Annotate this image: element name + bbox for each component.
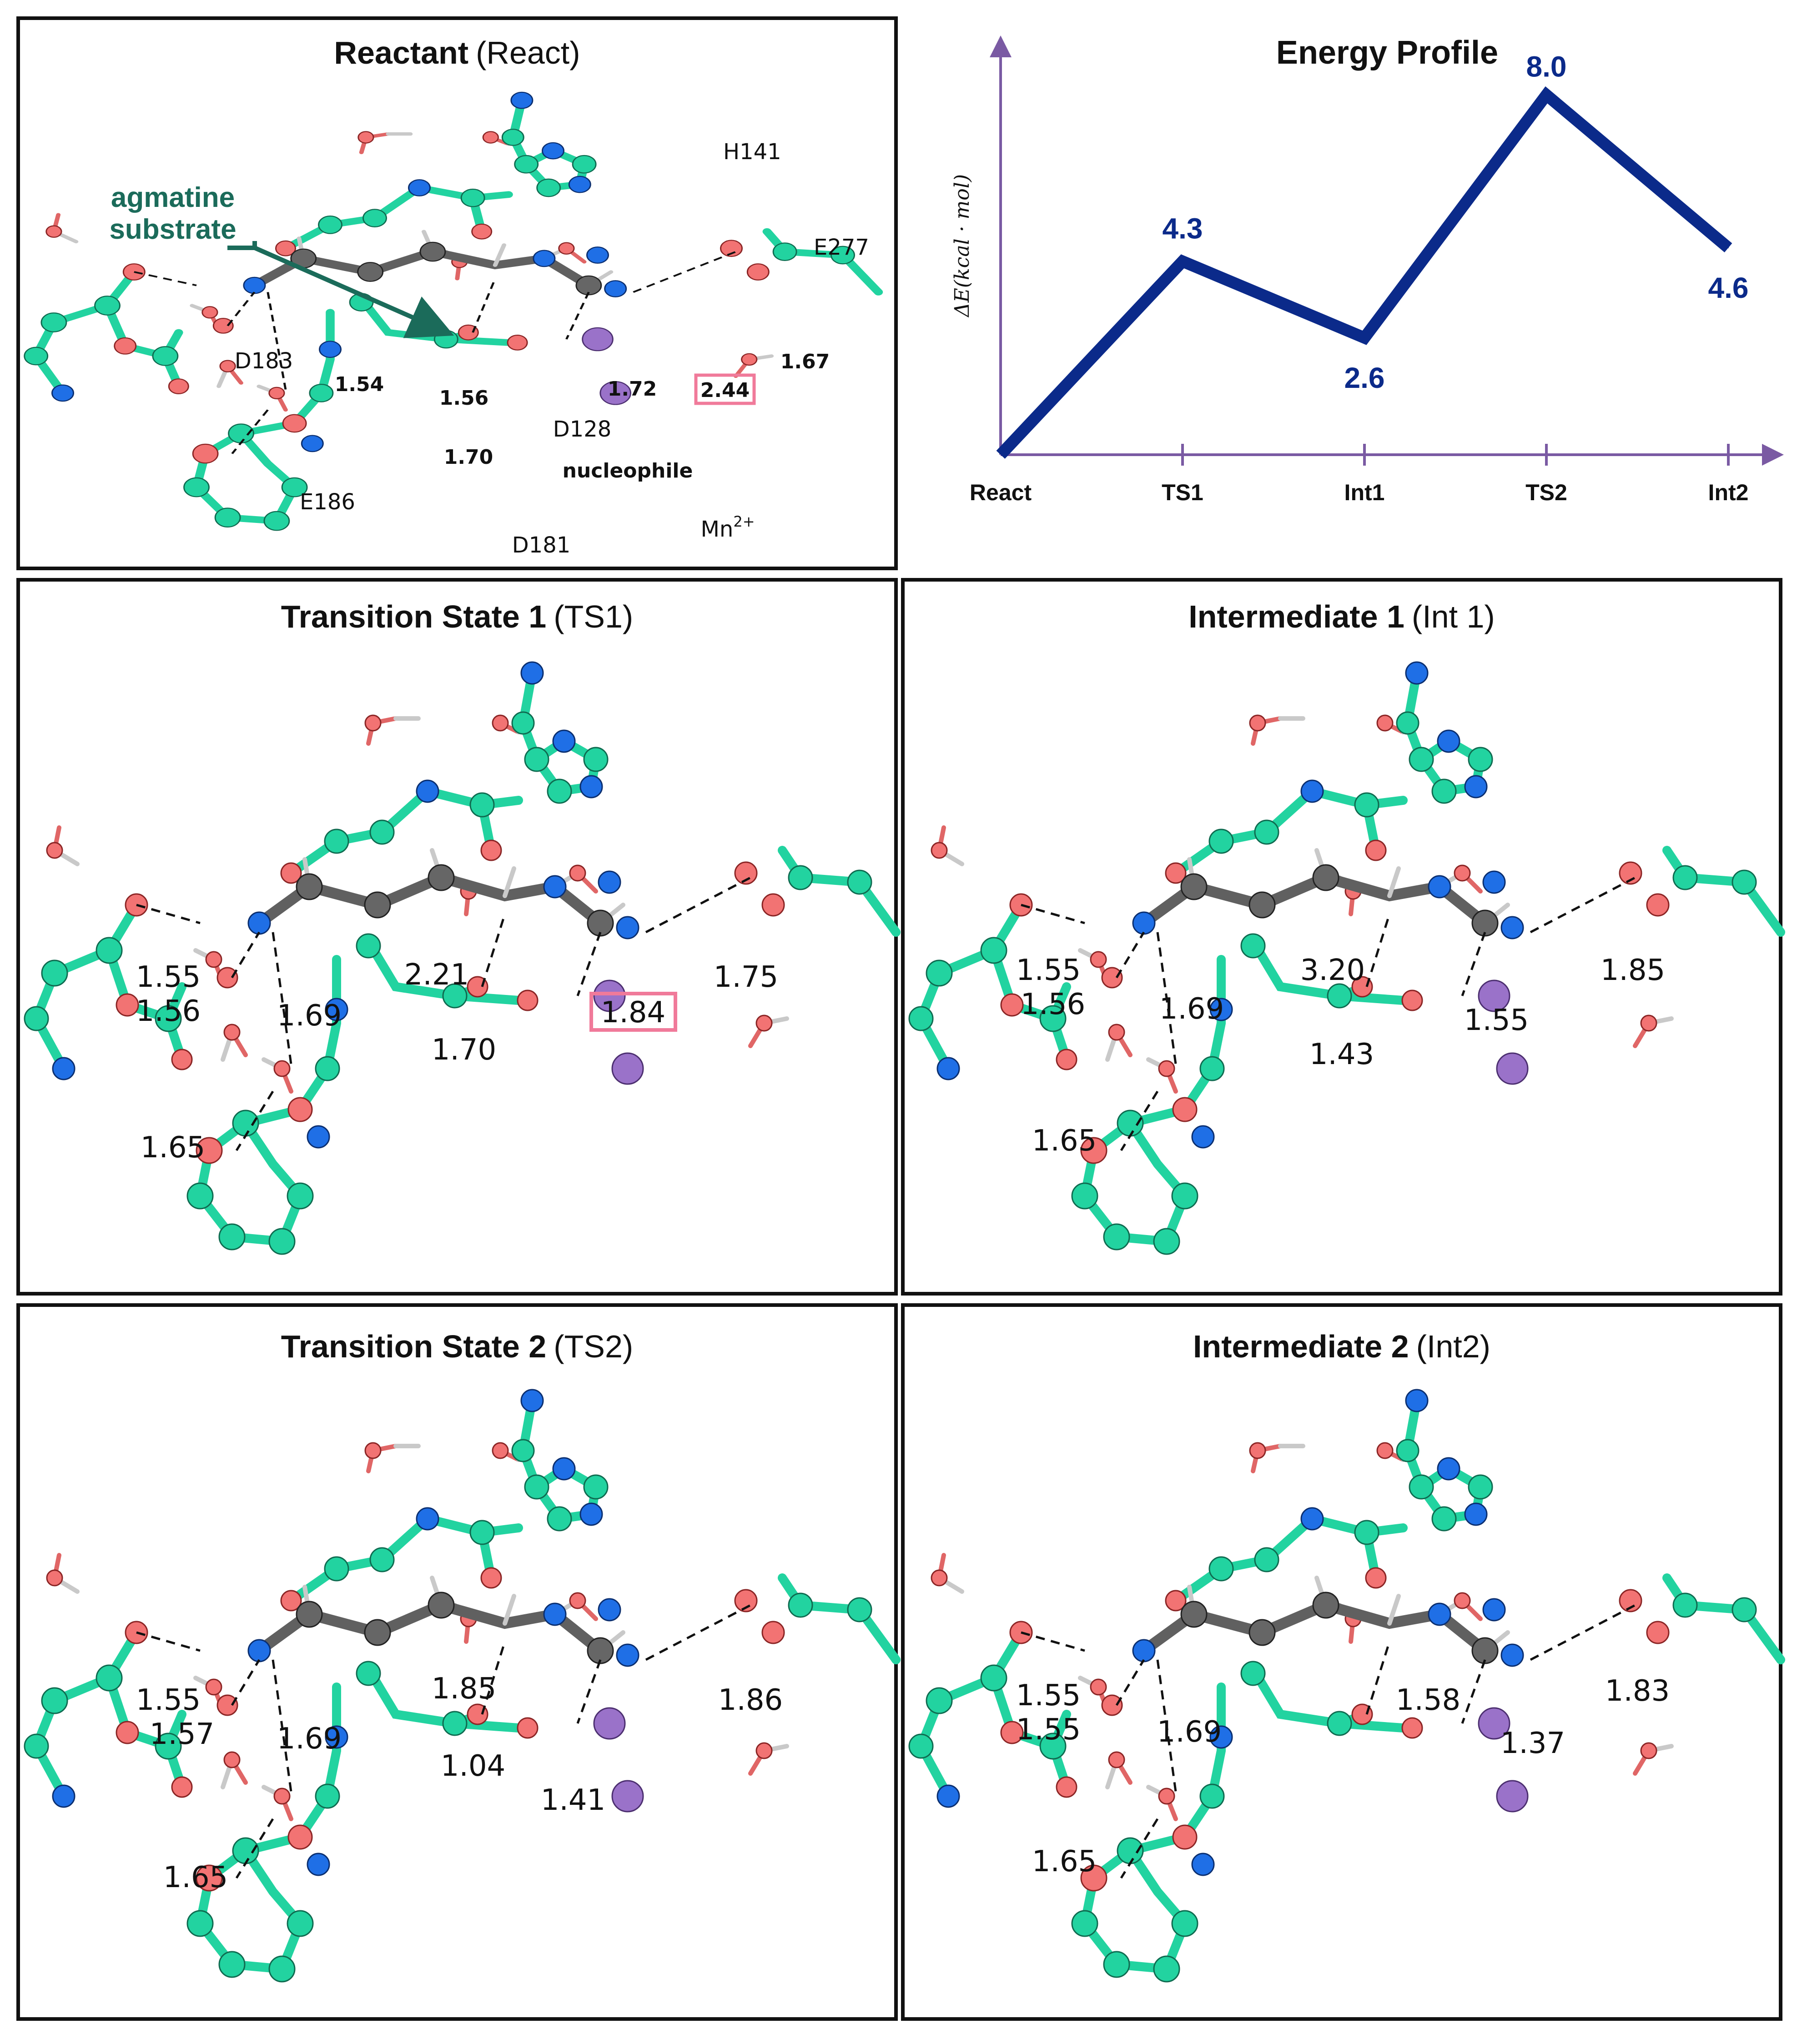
reactant-title: Reactant(React) bbox=[334, 35, 580, 70]
distance-label: 1.69 bbox=[1159, 992, 1224, 1026]
x-ticks: React TS1 Int1 TS2 Int2 bbox=[970, 444, 1749, 505]
distance-label: 1.86 bbox=[718, 1683, 783, 1717]
distance-label: 1.58 bbox=[1396, 1683, 1461, 1717]
distance-label: 1.55 bbox=[1016, 1679, 1081, 1713]
distance-label: 1.55 bbox=[1464, 1004, 1529, 1037]
panel-int2: Intermediate 2(Int2) 1.55 1.55 1.69 1.58… bbox=[901, 1303, 1781, 2021]
reactant-title-state: (React) bbox=[476, 35, 580, 70]
ts1-title-state: (TS1) bbox=[554, 599, 633, 634]
panel-ts2: Transition State 2(TS2) 1.55 1.57 1.69 1… bbox=[16, 1303, 896, 2021]
int1-title-state: (Int 1) bbox=[1412, 599, 1495, 634]
distance-label: 1.69 bbox=[277, 1722, 342, 1756]
energy-point bbox=[1182, 261, 1183, 262]
distance-label: 1.56 bbox=[1021, 988, 1086, 1021]
distance-label: 1.65 bbox=[1032, 1124, 1097, 1158]
value-labels: 4.3 2.6 8.0 4.6 bbox=[1163, 50, 1749, 394]
res-label-d183: D183 bbox=[235, 348, 293, 374]
distance-label: 1.85 bbox=[1601, 954, 1666, 987]
energy-line bbox=[996, 86, 1732, 459]
res-label-h141: H141 bbox=[723, 139, 781, 165]
ts2-title-state: (TS2) bbox=[554, 1329, 633, 1364]
distance-label: 1.75 bbox=[714, 960, 779, 994]
agmatine-label-line2: substrate bbox=[109, 214, 236, 245]
distance-label: 1.55 bbox=[1016, 1713, 1081, 1747]
x-tick-label: TS1 bbox=[1162, 480, 1203, 505]
distance-label: 1.69 bbox=[1157, 1715, 1222, 1749]
distance-label: 1.67 bbox=[780, 350, 830, 373]
ts1-title: Transition State 1(TS1) bbox=[281, 599, 633, 634]
panel-ts1: Transition State 1(TS1) 1.55 1.56 1.69 2… bbox=[16, 578, 896, 1296]
nucleophile-label: nucleophile bbox=[563, 459, 693, 482]
distance-label-highlighted: 1.84 bbox=[601, 996, 666, 1030]
distance-label: 1.83 bbox=[1605, 1674, 1670, 1708]
distance-label: 1.04 bbox=[441, 1749, 506, 1783]
distance-label: 1.57 bbox=[150, 1718, 215, 1751]
distance-label: 1.54 bbox=[335, 373, 384, 396]
distance-label: 1.85 bbox=[432, 1672, 497, 1706]
distance-label: 1.72 bbox=[608, 377, 657, 401]
mn-charge: 2+ bbox=[733, 513, 755, 530]
panel-reactant: Reactant(React) agmatine substrate H141 … bbox=[16, 16, 898, 570]
energy-series-line bbox=[996, 86, 1732, 459]
int1-title-bold: Intermediate 1 bbox=[1188, 599, 1404, 634]
agmatine-label-line1: agmatine bbox=[111, 182, 235, 213]
distance-label: 1.56 bbox=[439, 387, 489, 410]
highlight-box bbox=[694, 373, 756, 405]
mn-symbol: Mn bbox=[700, 517, 733, 542]
res-label-d181: D181 bbox=[512, 532, 571, 558]
x-tick-label: TS2 bbox=[1525, 480, 1567, 505]
x-tick-label: Int1 bbox=[1344, 480, 1385, 505]
int2-title-state: (Int2) bbox=[1416, 1329, 1490, 1364]
ts2-title: Transition State 2(TS2) bbox=[281, 1329, 633, 1364]
res-label-d128: D128 bbox=[553, 417, 612, 442]
distance-label: 1.37 bbox=[1500, 1727, 1565, 1760]
agmatine-arrow bbox=[227, 241, 446, 332]
distance-label: 1.65 bbox=[1032, 1845, 1097, 1878]
distance-label: 1.70 bbox=[432, 1033, 497, 1067]
res-label-e277: E277 bbox=[814, 235, 869, 260]
distance-label: 1.56 bbox=[136, 994, 201, 1028]
distance-label: 1.70 bbox=[444, 446, 493, 469]
int1-title: Intermediate 1(Int 1) bbox=[1188, 599, 1495, 634]
energy-value-label: 4.3 bbox=[1163, 212, 1203, 245]
int2-title: Intermediate 2(Int2) bbox=[1193, 1329, 1490, 1364]
ts2-title-bold: Transition State 2 bbox=[281, 1329, 546, 1364]
distance-label: 1.43 bbox=[1309, 1038, 1374, 1071]
highlight-box bbox=[589, 992, 677, 1032]
distance-label: 1.65 bbox=[141, 1131, 206, 1165]
int2-title-bold: Intermediate 2 bbox=[1193, 1329, 1409, 1364]
panel-int1: Intermediate 1(Int 1) 1.55 1.56 1.69 3.2… bbox=[901, 578, 1781, 1296]
energy-point bbox=[1364, 337, 1365, 338]
energy-value-label: 2.6 bbox=[1344, 362, 1385, 394]
x-tick-label: React bbox=[970, 480, 1032, 505]
y-axis-label: ΔE(kcal · mol) bbox=[951, 174, 974, 318]
x-tick-label: Int2 bbox=[1708, 480, 1749, 505]
distance-label: 2.21 bbox=[404, 958, 469, 992]
energy-point bbox=[1728, 247, 1729, 248]
distance-label: 3.20 bbox=[1300, 954, 1365, 987]
distance-label: 1.65 bbox=[163, 1861, 228, 1894]
distance-label: 1.69 bbox=[277, 999, 342, 1033]
mn-label: Mn2+ bbox=[700, 513, 755, 542]
panel-energy-profile: Energy Profile ΔE(kcal · mol) React TS1 In… bbox=[951, 35, 1784, 505]
distance-label: 1.55 bbox=[1016, 954, 1081, 987]
chart-title: Energy Profile bbox=[1276, 35, 1498, 71]
ts1-title-bold: Transition State 1 bbox=[281, 599, 546, 634]
distance-label-highlighted: 2.44 bbox=[700, 379, 750, 402]
energy-value-label: 4.6 bbox=[1708, 271, 1749, 304]
distance-label: 1.41 bbox=[541, 1783, 606, 1817]
energy-value-label: 8.0 bbox=[1526, 50, 1567, 83]
distance-label: 1.55 bbox=[136, 1683, 201, 1717]
reactant-title-bold: Reactant bbox=[334, 35, 468, 70]
res-label-e186: E186 bbox=[300, 489, 355, 515]
distance-label: 1.55 bbox=[136, 960, 201, 994]
